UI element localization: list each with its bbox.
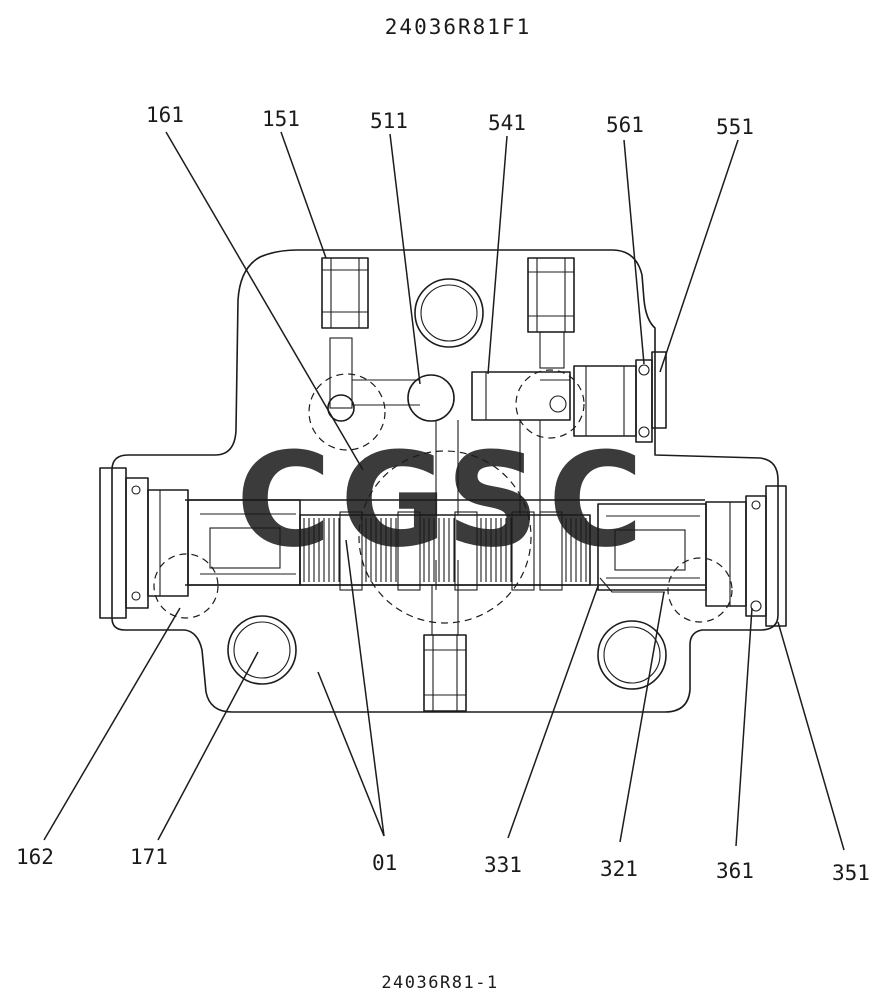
callout-561: 561 [606,113,644,137]
plug-151 [321,257,369,329]
callout-511: 511 [370,109,408,133]
leader-lines [43,131,845,851]
cap-551 [651,351,667,429]
end-cap-162 [99,467,189,619]
callout-551: 551 [716,115,754,139]
callout-162: 162 [16,845,54,869]
right-spring-chamber [597,503,707,593]
port-171 [227,615,297,685]
callout-541: 541 [488,111,526,135]
callout-361: 361 [716,859,754,883]
end-cap-351 [705,485,787,627]
callout-171: 171 [130,845,168,869]
header-code: 24036R81F1 [385,15,531,39]
callout-labels: 161 151 511 541 561 551 162 171 01 331 3… [16,103,870,885]
internal-passages [329,337,541,590]
watermark: C G S C [236,424,643,576]
callout-321: 321 [600,857,638,881]
callout-151: 151 [262,107,300,131]
spool-hatching [303,518,587,582]
callout-161: 161 [146,103,184,127]
left-spring-chamber [187,499,301,586]
plug-bottom [423,584,467,712]
plug-top-right [527,257,575,369]
watermark-letter-2: G [340,424,447,576]
watermark-letter-3: S [446,424,540,576]
port-top [414,278,484,348]
callout-351: 351 [832,861,870,885]
valve-body [111,249,779,713]
port-right [597,620,667,690]
callout-01: 01 [372,851,397,875]
footer-code: 24036R81-1 [381,973,498,993]
check-ball-511 [407,374,455,422]
watermark-letter-1: C [236,424,331,576]
check-ball-161 [327,394,355,422]
plunger-541 [471,371,571,421]
callout-331: 331 [484,853,522,877]
watermark-letter-4: C [548,424,643,576]
